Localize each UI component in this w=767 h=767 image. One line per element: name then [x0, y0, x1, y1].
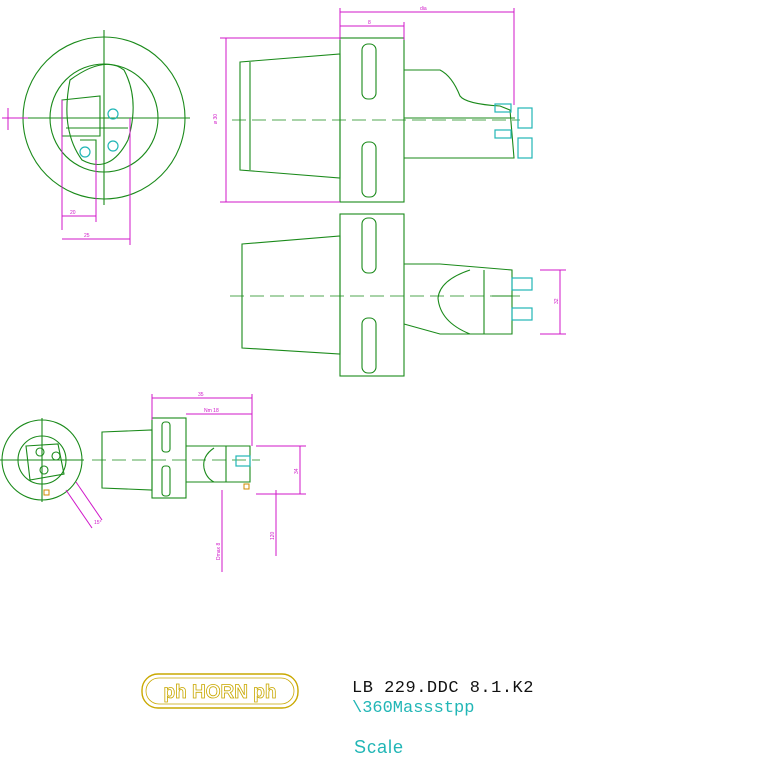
side-view-top: dia 8 ø 30	[213, 6, 533, 203]
dim-small-mid: Nm 18	[204, 408, 219, 414]
side-view-middle: 32	[230, 213, 566, 377]
dim-small-top: 35	[198, 392, 204, 398]
side-view-small: 35 Nm 18 34 Dmax 8 120	[92, 392, 306, 572]
dim-height-left: ø 30	[213, 114, 219, 124]
end-view-large: 20 25	[2, 30, 190, 245]
dim-top-overall: dia	[420, 6, 427, 12]
dim-circle-b: 25	[84, 233, 90, 239]
dim-circle-a: 20	[70, 210, 76, 216]
end-view-small: 15°	[0, 418, 103, 529]
horn-logo: ph HORN ph	[141, 673, 299, 709]
part-number: LB 229.DDC 8.1.K2	[352, 679, 534, 698]
dim-right-height: 32	[554, 298, 560, 304]
dim-top-short: 8	[368, 20, 371, 26]
dim-small-vert: 34	[294, 468, 300, 474]
logo-text: ph HORN ph	[164, 682, 277, 703]
dim-small-br: 120	[270, 531, 276, 540]
dim-small-bl: Dmax 8	[216, 543, 222, 560]
scale-label: Scale	[354, 737, 405, 757]
reference-path: \360Massstpp	[352, 699, 475, 718]
dim-small-angle: 15°	[94, 520, 102, 526]
